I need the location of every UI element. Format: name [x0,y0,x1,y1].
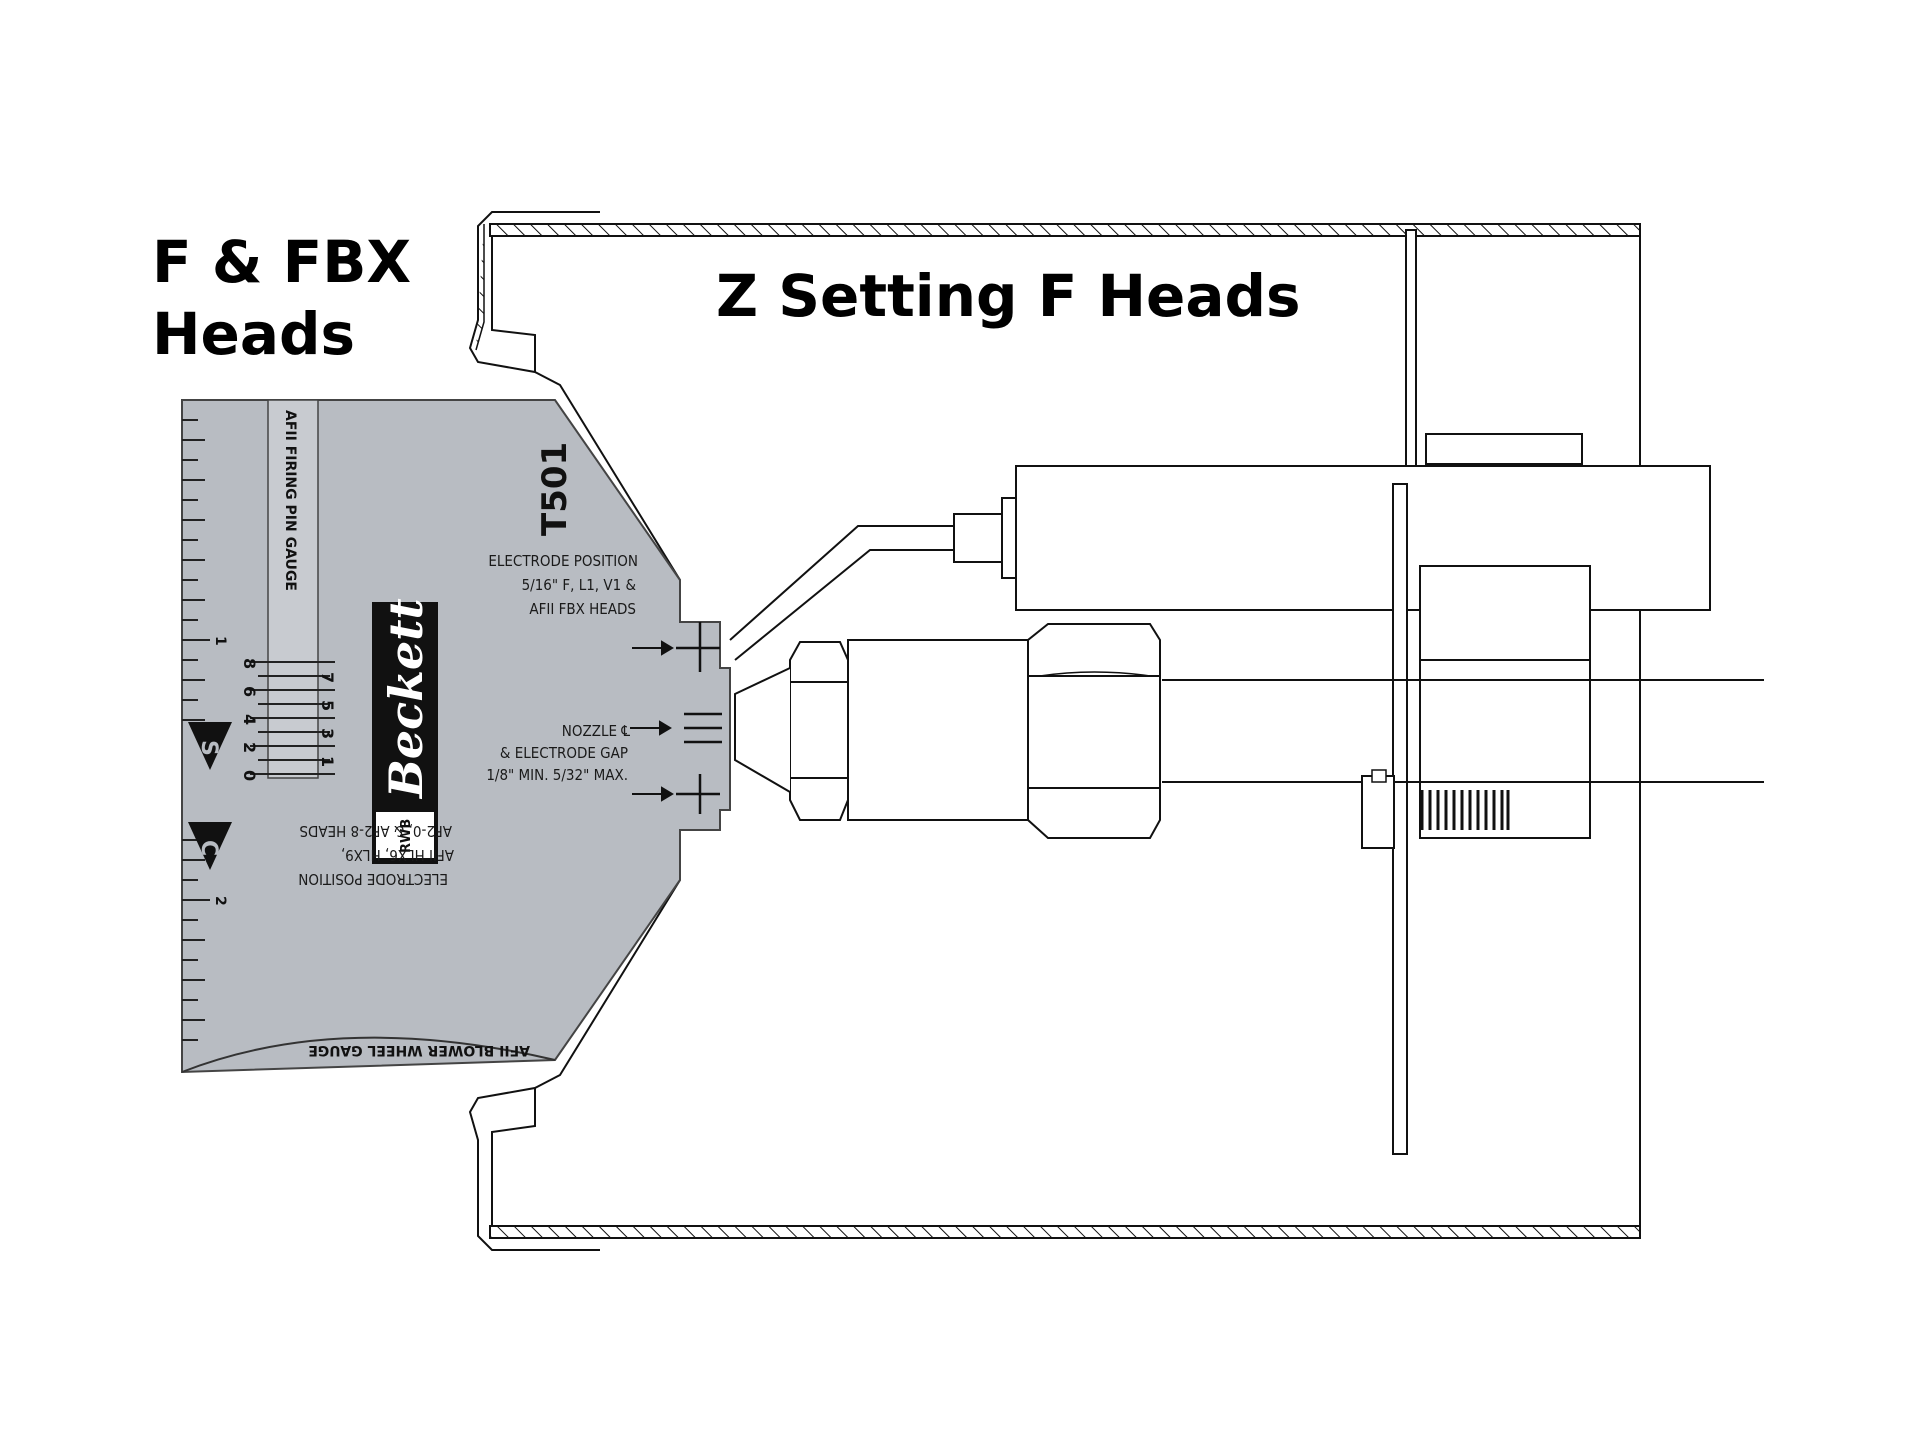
scale-left-4: 0 [240,770,259,781]
blower-wheel-label: AFII BLOWER WHEEL GAUGE [308,1042,530,1058]
scale-right-3: 1 [318,756,337,767]
ruler-number-1: 1 [212,636,228,646]
electrode-bottom-line1: AF2-0, & AF2-8 HEADS [299,822,452,840]
firing-pin-label: AFII FIRING PIN GAUGE [282,410,298,591]
marker-c: C [196,840,221,856]
t501-gauge [181,399,731,1074]
scale-left-3: 2 [240,742,259,753]
scale-right-2: 3 [318,728,337,739]
scale-left-2: 4 [240,714,259,725]
gauge-model: T501 [535,442,575,536]
marker-s: S [196,740,221,756]
electrode-top-line1: ELECTRODE POSITION [488,552,638,570]
nozzle-assembly [729,229,1764,1155]
electrode-bottom-line2: AFII HLX6, HLX9, [341,846,454,864]
gauge-ruler [182,419,210,1041]
title-main: Z Setting F Heads [716,262,1301,330]
title-left-line1: F & FBX [152,228,411,296]
scale-right-1: 5 [318,700,337,711]
nozzle-line3: 1/8" MIN. 5/32" MAX. [486,766,628,784]
scale-left-1: 6 [240,686,259,697]
electrode-top-line3: AFII FBX HEADS [529,600,636,618]
nozzle-line2: & ELECTRODE GAP [500,744,628,762]
electrode-top-line2: 5/16" F, L1, V1 & [522,576,637,594]
electrode-bottom-line3: ELECTRODE POSITION [298,870,448,888]
ruler-number-2: 2 [212,896,228,906]
nozzle-line1: NOZZLE ℄ [562,722,631,740]
gauge-brand: Beckett [379,598,433,800]
title-left-line2: Heads [152,300,355,368]
burner-tube [468,211,1641,1251]
scale-left-0: 8 [240,658,259,669]
gauge-brand-badge: RWB [399,819,414,853]
scale-right-0: 7 [318,672,337,683]
